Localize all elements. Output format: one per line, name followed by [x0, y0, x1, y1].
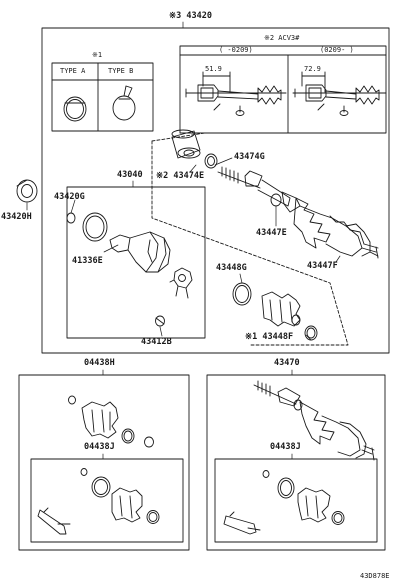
kit-04438J-left-frame	[30, 458, 184, 543]
ring-43474G-icon	[204, 153, 218, 169]
acv-left-shaft-icon	[185, 71, 287, 116]
acv-variant-frame	[179, 45, 387, 134]
label-43448F: ※1 43448F	[245, 332, 294, 342]
kit-43470-frame	[206, 374, 386, 551]
label-43420H: 43420H	[1, 212, 32, 222]
label-type-b: TYPE B	[108, 67, 134, 75]
clamp-type-a-icon	[63, 96, 87, 122]
label-type-a: TYPE A	[60, 67, 86, 75]
label-43412B: 43412B	[141, 337, 172, 347]
ring-43420G-icon	[66, 212, 76, 224]
label-43474G: 43474G	[234, 152, 265, 162]
clamp-type-b-icon	[112, 85, 136, 121]
label-period-left: ( -0209)	[219, 46, 253, 54]
boot-kit-frame	[66, 186, 206, 339]
boot-ring-icon	[82, 212, 108, 242]
label-assembly-main: ※3 43420	[169, 11, 212, 21]
label-footer-code: 43D878E	[360, 572, 390, 580]
label-variant-note: ※2 ACV3#	[264, 34, 300, 42]
label-period-right: (0209- )	[320, 46, 354, 54]
label-kit-04438J-right: 04438J	[270, 442, 301, 452]
label-43474E: ※2 43474E	[156, 171, 205, 181]
bearing-43474E-icon	[171, 129, 201, 159]
drive-shaft-main-icon	[217, 166, 379, 259]
label-43448G: 43448G	[216, 263, 247, 273]
dashed-guide-lines	[151, 132, 349, 346]
label-43420G: 43420G	[54, 192, 85, 202]
ring-43448F-icon	[304, 325, 318, 341]
label-43447E: 43447E	[256, 228, 287, 238]
label-kit-04438J-left: 04438J	[84, 442, 115, 452]
acv-right-shaft-icon	[292, 71, 387, 116]
kit-04438J-right-frame	[214, 458, 378, 543]
label-41336E: 41336E	[72, 256, 103, 266]
label-43447F: 43447F	[307, 261, 338, 271]
label-note1-mark: ※1	[92, 51, 103, 59]
tripod-joint-icon	[169, 267, 193, 299]
leader-lines	[26, 21, 341, 460]
label-dim-left: 51.9	[205, 65, 222, 73]
inner-joint-41336E-icon	[109, 231, 171, 273]
main-assembly-frame	[41, 27, 390, 354]
type-note-frame	[51, 62, 154, 132]
seal-43420H-icon	[16, 179, 38, 203]
kit-04438H-parts-icon	[68, 395, 154, 448]
label-kit-04438H: 04438H	[84, 358, 115, 368]
kit-04438J-left-parts-icon	[37, 468, 160, 535]
boot-icon	[261, 291, 301, 327]
label-boot-kit: 43040	[117, 170, 143, 180]
label-shaft-43470: 43470	[274, 358, 300, 368]
clip-43412B-icon	[155, 315, 165, 327]
drive-shaft-43470-icon	[253, 380, 375, 461]
kit-04438H-frame	[18, 374, 190, 551]
label-dim-right: 72.9	[304, 65, 321, 73]
kit-04438J-right-parts-icon	[223, 470, 345, 535]
clamp-43448G-icon	[232, 282, 252, 306]
